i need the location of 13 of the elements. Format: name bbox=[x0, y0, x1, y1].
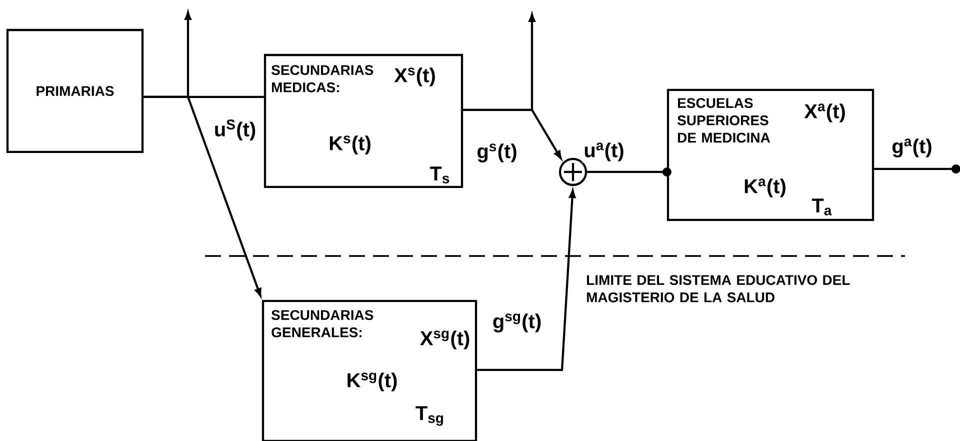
arrow bbox=[587, 168, 672, 176]
note: LIMITE DEL SISTEMA EDUCATIVO DEL MAGISTERIO DE LA SALUD bbox=[587, 275, 850, 302]
edge-label: g$^{s}$(t) bbox=[475, 142, 519, 164]
edge-label: u$^{a}$(t) bbox=[582, 141, 626, 163]
arrow bbox=[477, 190, 576, 372]
process-box: SECUNDARIAS MEDICAS: X$^{s}$(t) K$^{s}$(t) T$_{s}$ bbox=[264, 54, 464, 188]
arrow bbox=[874, 164, 960, 174]
summing-junction bbox=[558, 158, 588, 186]
process-box: SECUNDARIAS GENERALES: X$^{sg}$(t) K$^{sg}$(t) T$_{sg}$ bbox=[262, 300, 478, 441]
process-box: ESCUELAS SUPERIORES DE MEDICINA X$^{a}$(t) K$^{a}$(t) T$_{a}$ bbox=[666, 88, 874, 222]
edge-label: g$^{sg}$(t) bbox=[491, 312, 543, 334]
edge-label: g$^{a}$(t) bbox=[890, 137, 934, 159]
process-box: PRIMARIAS bbox=[6, 28, 144, 154]
